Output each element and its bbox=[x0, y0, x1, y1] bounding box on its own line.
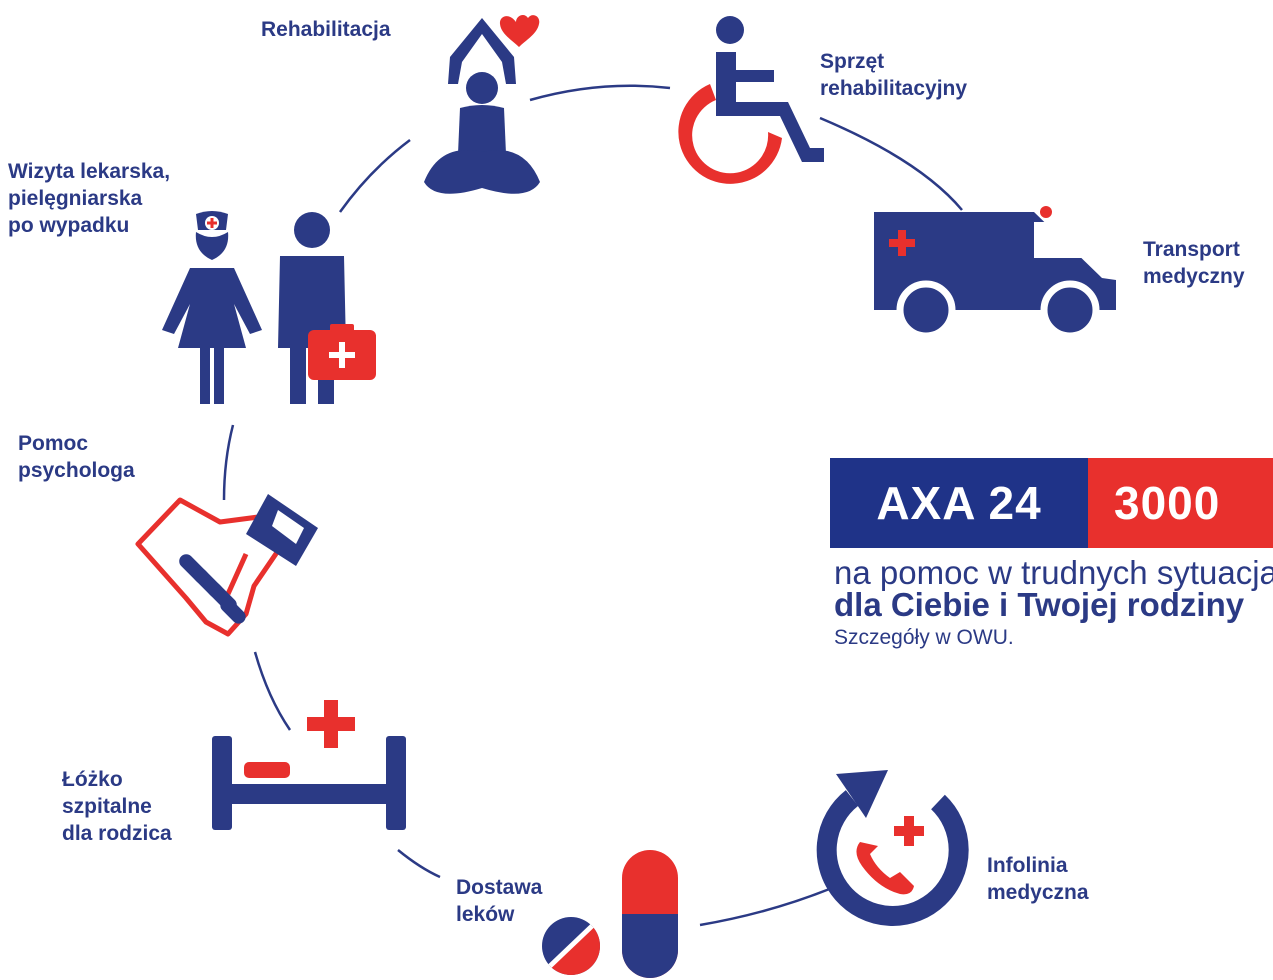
label-transport: Transport medyczny bbox=[1143, 238, 1245, 288]
label-infolinia: Infolinia medyczna bbox=[987, 854, 1089, 904]
banner-number: 3000 bbox=[1088, 458, 1273, 548]
ambulance-icon bbox=[874, 206, 1116, 340]
banner-tagline: na pomoc w trudnych sytuacjach bbox=[834, 554, 1273, 591]
hospital-bed-icon bbox=[212, 700, 406, 830]
axa-banner: AXA 24 3000 bbox=[830, 458, 1273, 548]
label-sprzet: Sprzęt rehabilitacyjny bbox=[820, 50, 968, 100]
phone-refresh-icon bbox=[816, 770, 969, 926]
wheelchair-icon bbox=[678, 16, 824, 184]
label-wizyta: Wizyta lekarska, pielęgniarska po wypadk… bbox=[8, 160, 171, 237]
banner-note: Szczegóły w OWU. bbox=[834, 626, 1014, 649]
label-rehabilitacja: Rehabilitacja bbox=[261, 18, 391, 41]
label-psycholog: Pomoc psychologa bbox=[18, 432, 135, 482]
handshake-icon bbox=[135, 494, 318, 637]
label-leki: Dostawa leków bbox=[456, 876, 543, 926]
pills-icon bbox=[542, 850, 678, 978]
label-lozko: Łóżko szpitalne dla rodzica bbox=[62, 768, 172, 845]
nurse-doctor-icon bbox=[162, 211, 376, 404]
yoga-heart-icon bbox=[424, 15, 540, 194]
banner-brand: AXA 24 bbox=[830, 458, 1088, 548]
banner-tagline-bold: dla Ciebie i Twojej rodziny bbox=[834, 586, 1245, 623]
